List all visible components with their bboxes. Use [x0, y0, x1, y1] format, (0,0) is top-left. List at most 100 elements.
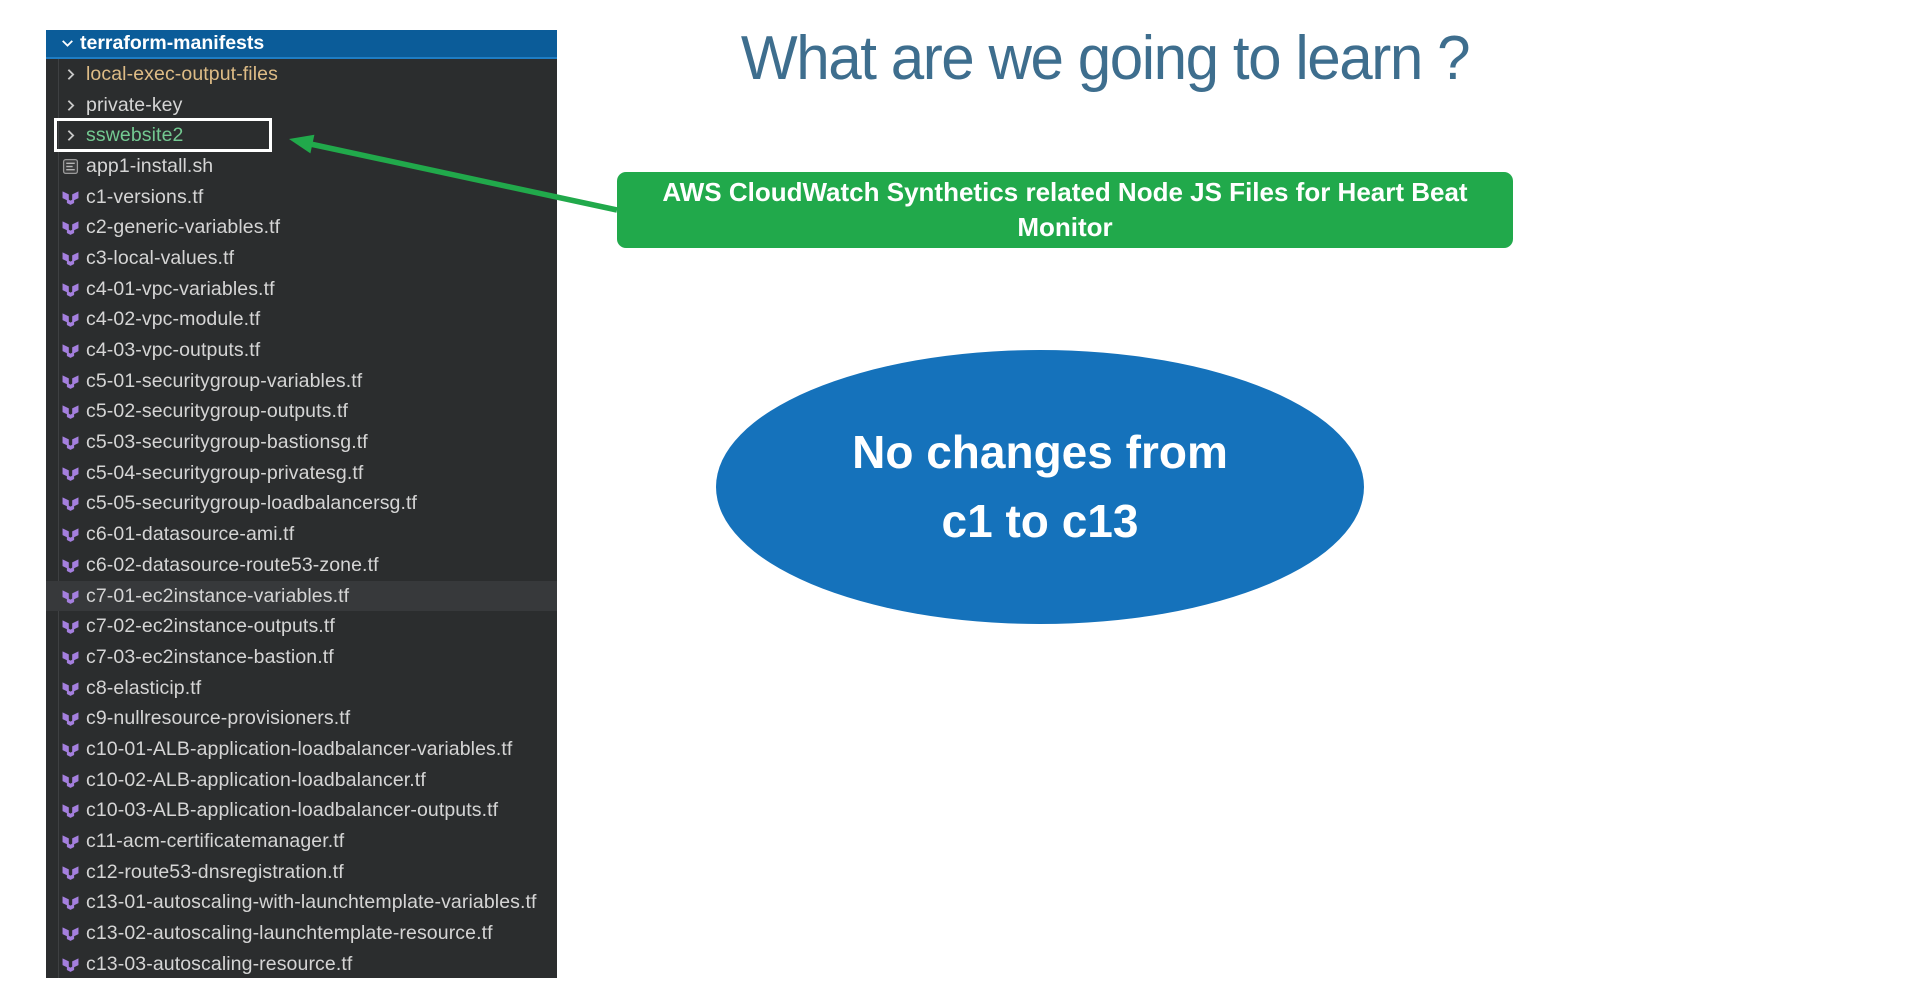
tree-item-c9-nullresource-provisioners-tf[interactable]: c9-nullresource-provisioners.tf [46, 703, 557, 734]
tree-item-label: local-exec-output-files [86, 62, 278, 85]
terraform-file-icon [62, 588, 86, 605]
callout-text-line1: AWS CloudWatch Synthetics related Node J… [662, 176, 1468, 207]
terraform-file-icon [62, 894, 86, 911]
terraform-file-icon [62, 956, 86, 973]
tree-item-label: c7-02-ec2instance-outputs.tf [86, 615, 335, 638]
terraform-file-icon [62, 772, 86, 789]
terraform-file-icon [62, 557, 86, 574]
terraform-file-icon [62, 219, 86, 236]
tree-item-label: c10-02-ALB-application-loadbalancer.tf [86, 768, 426, 791]
terraform-file-icon [62, 250, 86, 267]
callout-box: AWS CloudWatch Synthetics related Node J… [617, 172, 1513, 248]
tree-item-c6-02-datasource-route53-zone-tf[interactable]: c6-02-datasource-route53-zone.tf [46, 550, 557, 581]
tree-item-label: c5-05-securitygroup-loadbalancersg.tf [86, 492, 418, 515]
tree-root-folder[interactable]: terraform-manifests [46, 30, 557, 59]
tree-item-c13-03-autoscaling-resource-tf[interactable]: c13-03-autoscaling-resource.tf [46, 949, 557, 978]
tree-item-c5-01-securitygroup-variables-tf[interactable]: c5-01-securitygroup-variables.tf [46, 366, 557, 397]
tree-item-label: c5-03-securitygroup-bastionsg.tf [86, 431, 368, 454]
terraform-file-icon [62, 403, 86, 420]
terraform-file-icon [62, 434, 86, 451]
tree-item-label: c5-01-securitygroup-variables.tf [86, 369, 363, 392]
tree-item-app1-install-sh[interactable]: app1-install.sh [46, 151, 557, 182]
tree-item-label: app1-install.sh [86, 154, 214, 177]
tree-root-label: terraform-manifests [80, 32, 265, 54]
tree-item-c13-02-autoscaling-launchtemplate-resource-tf[interactable]: c13-02-autoscaling-launchtemplate-resour… [46, 918, 557, 949]
tree-item-c10-02-alb-application-loadbalancer-tf[interactable]: c10-02-ALB-application-loadbalancer.tf [46, 765, 557, 796]
tree-item-label: c4-02-vpc-module.tf [86, 308, 261, 331]
tree-item-c10-03-alb-application-loadbalancer-outputs-tf[interactable]: c10-03-ALB-application-loadbalancer-outp… [46, 796, 557, 827]
tree-item-c7-01-ec2instance-variables-tf[interactable]: c7-01-ec2instance-variables.tf [46, 580, 557, 612]
tree-item-c5-04-securitygroup-privatesg-tf[interactable]: c5-04-securitygroup-privatesg.tf [46, 458, 557, 489]
tree-item-c4-02-vpc-module-tf[interactable]: c4-02-vpc-module.tf [46, 305, 557, 336]
chevron-down-icon [56, 35, 78, 52]
terraform-file-icon [62, 526, 86, 543]
tree-item-c7-02-ec2instance-outputs-tf[interactable]: c7-02-ec2instance-outputs.tf [46, 611, 557, 642]
ellipse-shape: No changes from c1 to c13 [716, 350, 1364, 624]
tree-item-label: c7-01-ec2instance-variables.tf [86, 584, 350, 607]
tree-item-sswebsite2[interactable]: sswebsite2 [46, 118, 557, 153]
chevron-right-icon [62, 66, 86, 83]
tree-item-c12-route53-dnsregistration-tf[interactable]: c12-route53-dnsregistration.tf [46, 857, 557, 888]
tree-item-c13-01-autoscaling-with-launchtemplate-variables-tf[interactable]: c13-01-autoscaling-with-launchtemplate-v… [46, 888, 557, 919]
terraform-file-icon [62, 281, 86, 298]
tree-item-c4-01-vpc-variables-tf[interactable]: c4-01-vpc-variables.tf [46, 274, 557, 305]
terraform-file-icon [62, 311, 86, 328]
tree-item-c1-versions-tf[interactable]: c1-versions.tf [46, 182, 557, 213]
tree-item-label: c6-02-datasource-route53-zone.tf [86, 553, 379, 576]
terraform-file-icon [62, 833, 86, 850]
tree-item-label: c5-02-securitygroup-outputs.tf [86, 400, 349, 423]
tree-item-label: c10-01-ALB-application-loadbalancer-vari… [86, 737, 513, 760]
tree-item-label: sswebsite2 [86, 124, 184, 147]
tree-item-c10-01-alb-application-loadbalancer-variables-tf[interactable]: c10-01-ALB-application-loadbalancer-vari… [46, 734, 557, 765]
terraform-file-icon [62, 465, 86, 482]
tree-item-label: c10-03-ALB-application-loadbalancer-outp… [86, 799, 499, 822]
tree-item-label: c4-03-vpc-outputs.tf [86, 339, 261, 362]
tree-item-label: c13-02-autoscaling-launchtemplate-resour… [86, 922, 493, 945]
terraform-file-icon [62, 710, 86, 727]
terraform-file-icon [62, 189, 86, 206]
ellipse-text-line1: No changes from [852, 426, 1228, 478]
shell-script-icon [62, 158, 86, 175]
callout-text-line2: Monitor [1017, 212, 1113, 242]
ellipse-text-line2: c1 to c13 [941, 495, 1139, 547]
tree-item-label: c5-04-securitygroup-privatesg.tf [86, 461, 364, 484]
tree-item-label: c12-route53-dnsregistration.tf [86, 860, 344, 883]
tree-item-c7-03-ec2instance-bastion-tf[interactable]: c7-03-ec2instance-bastion.tf [46, 642, 557, 673]
tree-item-label: c13-03-autoscaling-resource.tf [86, 952, 353, 975]
tree-item-c4-03-vpc-outputs-tf[interactable]: c4-03-vpc-outputs.tf [46, 335, 557, 366]
chevron-right-icon [62, 97, 86, 114]
tree-item-local-exec-output-files[interactable]: local-exec-output-files [46, 59, 557, 90]
chevron-right-icon [62, 127, 86, 144]
tree-item-label: c11-acm-certificatemanager.tf [86, 830, 345, 853]
tree-item-c6-01-datasource-ami-tf[interactable]: c6-01-datasource-ami.tf [46, 519, 557, 550]
terraform-file-icon [62, 618, 86, 635]
terraform-file-icon [62, 680, 86, 697]
tree-item-c5-05-securitygroup-loadbalancersg-tf[interactable]: c5-05-securitygroup-loadbalancersg.tf [46, 489, 557, 520]
tree-item-label: c7-03-ec2instance-bastion.tf [86, 645, 334, 668]
terraform-file-icon [62, 342, 86, 359]
tree-item-label: c1-versions.tf [86, 185, 204, 208]
tree-item-c11-acm-certificatemanager-tf[interactable]: c11-acm-certificatemanager.tf [46, 826, 557, 857]
tree-item-c8-elasticip-tf[interactable]: c8-elasticip.tf [46, 673, 557, 704]
tree-item-private-key[interactable]: private-key [46, 90, 557, 121]
tree-item-label: private-key [86, 93, 183, 116]
tree-item-c5-02-securitygroup-outputs-tf[interactable]: c5-02-securitygroup-outputs.tf [46, 397, 557, 428]
tree-item-label: c3-local-values.tf [86, 246, 235, 269]
tree-item-c3-local-values-tf[interactable]: c3-local-values.tf [46, 243, 557, 274]
tree-item-label: c8-elasticip.tf [86, 676, 202, 699]
tree-item-label: c4-01-vpc-variables.tf [86, 277, 275, 300]
terraform-file-icon [62, 925, 86, 942]
terraform-file-icon [62, 802, 86, 819]
tree-item-label: c6-01-datasource-ami.tf [86, 523, 295, 546]
file-explorer-panel: terraform-manifests local-exec-output-fi… [46, 30, 557, 978]
slide-title: What are we going to learn ? [740, 24, 1471, 93]
terraform-file-icon [62, 864, 86, 881]
terraform-file-icon [62, 373, 86, 390]
tree-item-c2-generic-variables-tf[interactable]: c2-generic-variables.tf [46, 212, 557, 243]
terraform-file-icon [62, 495, 86, 512]
tree-item-label: c2-generic-variables.tf [86, 216, 281, 239]
terraform-file-icon [62, 649, 86, 666]
tree-item-label: c9-nullresource-provisioners.tf [86, 707, 351, 730]
tree-item-c5-03-securitygroup-bastionsg-tf[interactable]: c5-03-securitygroup-bastionsg.tf [46, 427, 557, 458]
